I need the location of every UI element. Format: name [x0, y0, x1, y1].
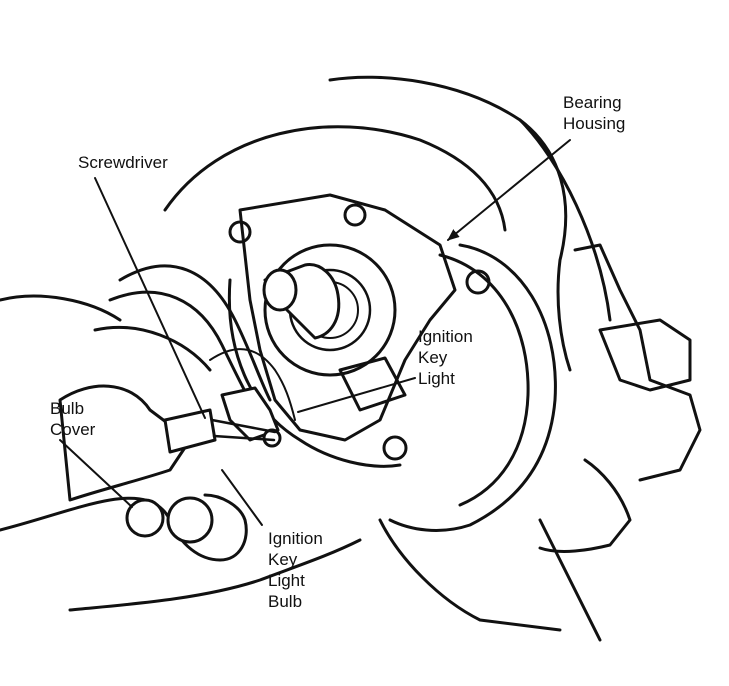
shaft-end: [262, 268, 298, 312]
bulb: [262, 428, 282, 448]
leader-screwdriver: [94, 177, 206, 419]
wiring-1: [118, 264, 272, 402]
label-ignition-key-light: Ignition Key Light: [418, 326, 473, 389]
screwdriver-ferrule: [163, 408, 217, 454]
label-bulb-cover-line-2: Cover: [50, 420, 96, 439]
label-bulb-cover-line-1: Bulb: [50, 399, 85, 418]
leader-bearing-housing: [447, 139, 571, 241]
leader-bulb-cover: [59, 439, 133, 508]
connector-block: [538, 458, 632, 553]
mounting-plate-lower: [227, 278, 402, 468]
label-bulb-cover: Bulb Cover: [50, 398, 95, 440]
wiring-4: [209, 348, 296, 421]
switch-bracket: [573, 243, 702, 482]
leader-key-light-bulb: [221, 469, 263, 526]
fingertip-2: [166, 496, 214, 544]
screw-top-left: [228, 220, 252, 244]
screw-bottom: [382, 435, 408, 461]
wiring-3: [93, 325, 212, 372]
label-ignition-key-light-line-2: Key: [418, 348, 448, 367]
column-lower: [378, 518, 562, 632]
mounting-plate: [163, 125, 507, 232]
label-ignition-key-light-bulb-line-2: Key: [268, 550, 298, 569]
label-ignition-key-light-bulb-line-4: Bulb: [268, 592, 303, 611]
label-ignition-key-light-bulb-line-3: Light: [268, 571, 305, 590]
bulb-socket: [220, 386, 280, 442]
outer-housing-right: [518, 118, 612, 322]
label-bearing-housing-line-1: Bearing: [563, 93, 622, 112]
hand-lower: [68, 538, 362, 612]
bearing-housing-inner: [438, 253, 530, 507]
label-ignition-key-light-bulb: Ignition Key Light Bulb: [268, 528, 323, 612]
label-screwdriver: Screwdriver: [78, 152, 168, 173]
screwdriver-shaft: [210, 418, 277, 442]
fingertip-1: [125, 498, 165, 538]
leader-key-light: [297, 377, 416, 413]
screw-right: [465, 269, 491, 295]
label-ignition-key-light-line-1: Ignition: [418, 327, 473, 346]
label-bearing-housing-line-2: Housing: [563, 114, 626, 133]
label-screwdriver-line-1: Screwdriver: [78, 153, 168, 172]
column-lower-right: [538, 518, 602, 642]
screw-top: [343, 203, 367, 227]
bearing-housing-ring: [388, 243, 557, 532]
label-ignition-key-light-line-3: Light: [418, 369, 455, 388]
hub-outer-ring: [263, 243, 397, 377]
label-bearing-housing: Bearing Housing: [563, 92, 625, 134]
label-ignition-key-light-bulb-line-1: Ignition: [268, 529, 323, 548]
lock-plate: [238, 193, 457, 442]
switch-body: [598, 318, 692, 392]
